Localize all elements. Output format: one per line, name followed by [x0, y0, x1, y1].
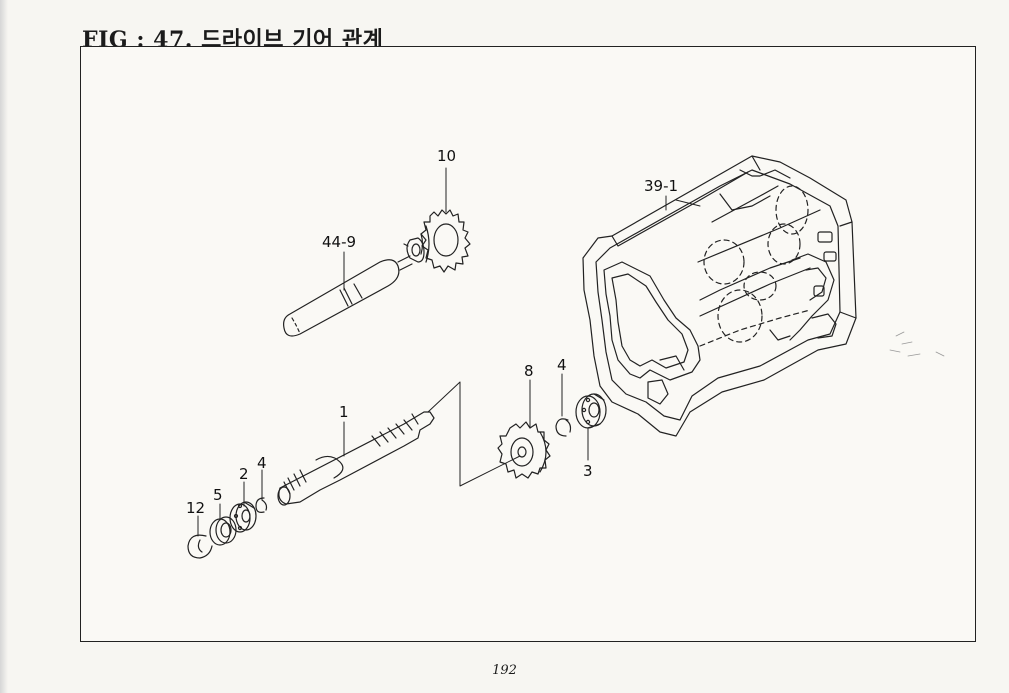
- snap-ring-left: [255, 497, 268, 513]
- output-gear: [497, 421, 551, 479]
- callout-gear-mid: 8: [524, 362, 534, 380]
- callout-labels: 39-1 10 44-9 1 8 4 3 2 4 5 12: [186, 147, 678, 517]
- callout-retaining-ring: 12: [186, 499, 205, 517]
- callout-snap-ring-left: 4: [257, 454, 267, 472]
- assembly-leader-line: [427, 381, 521, 487]
- snap-ring-right: [555, 418, 572, 437]
- retaining-ring: [187, 534, 213, 559]
- page-number: 192: [492, 663, 517, 678]
- callout-shaft-top: 44-9: [322, 233, 356, 251]
- drive-gear: [420, 209, 471, 273]
- ball-bearing-right: [575, 393, 607, 429]
- counter-shaft: [283, 255, 413, 337]
- callout-snap-ring-right: 4: [557, 356, 567, 374]
- callout-housing: 39-1: [644, 177, 678, 195]
- transmission-housing: [582, 155, 857, 437]
- scan-edge: [0, 0, 8, 693]
- callout-main-shaft: 1: [339, 403, 349, 421]
- ball-bearing-left: [229, 501, 257, 533]
- callout-bearing-right: 3: [583, 462, 593, 480]
- washer: [209, 516, 237, 546]
- scan-noise: [889, 331, 945, 357]
- callout-bearing-left: 2: [239, 465, 249, 483]
- callout-washer: 5: [213, 486, 223, 504]
- callout-gear-top: 10: [437, 147, 456, 165]
- thrust-washer-top: [403, 237, 425, 263]
- main-shaft: [277, 411, 435, 506]
- callout-leaders: [197, 167, 701, 537]
